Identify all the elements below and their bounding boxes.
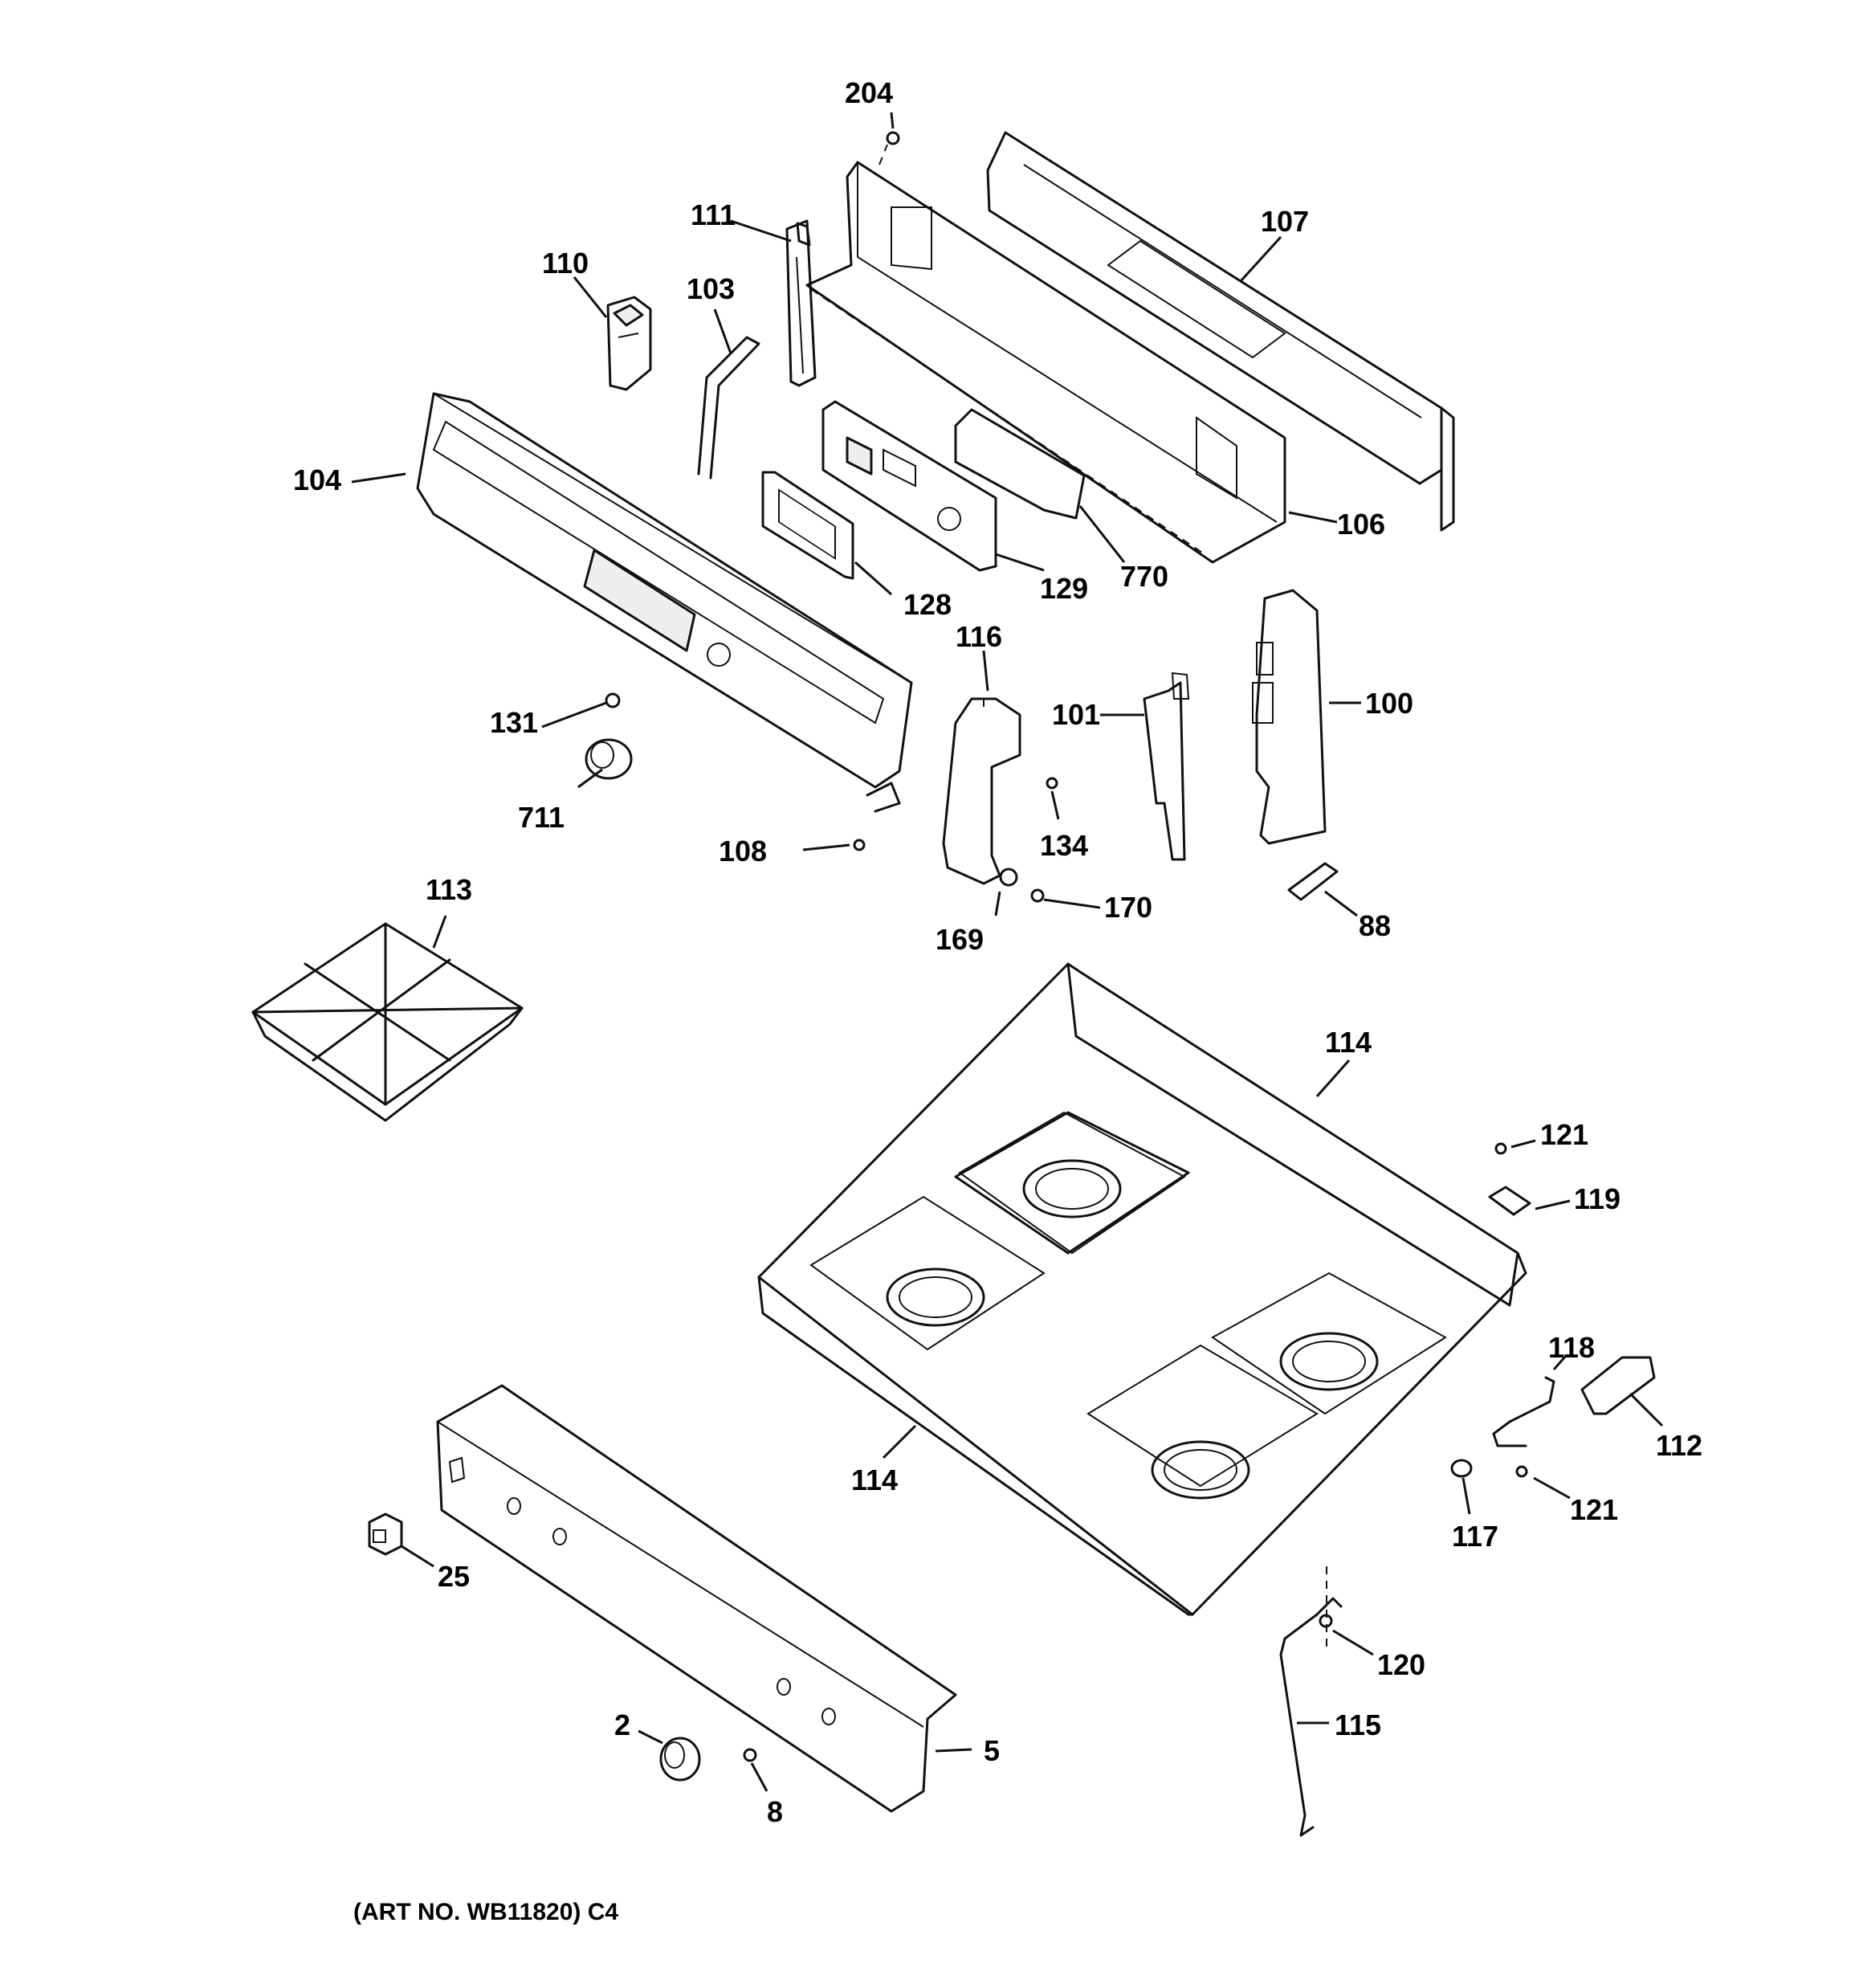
- label-114-top: 114: [1325, 1026, 1372, 1059]
- label-128: 128: [903, 588, 952, 621]
- part-112-latch: [1580, 1356, 1656, 1415]
- part-88-spacer: [1287, 862, 1339, 901]
- part-119-clip: [1488, 1186, 1531, 1216]
- part-111-end-bracket: [785, 219, 817, 387]
- label-114-bottom: 114: [851, 1463, 898, 1496]
- label-170: 170: [1104, 891, 1152, 924]
- label-121-top: 121: [1540, 1118, 1588, 1151]
- part-5-manifold-panel: [436, 1384, 957, 1813]
- part-129-electronic-control: [821, 400, 997, 572]
- part-711-knob: [585, 738, 633, 780]
- label-121-bottom: 121: [1570, 1493, 1618, 1526]
- label-88: 88: [1359, 909, 1391, 942]
- part-101-bracket: [1143, 672, 1190, 861]
- part-117-nut: [1450, 1459, 1473, 1478]
- part-106-backsplash: [805, 161, 1286, 564]
- label-104: 104: [293, 463, 341, 496]
- part-128-overlay: [761, 471, 854, 580]
- leader-lines: [351, 112, 1664, 1792]
- part-103-strap: [697, 336, 760, 480]
- label-204: 204: [845, 76, 893, 109]
- part-labels: 204 111 110 103 107 104 106 129 770 128 …: [293, 76, 1702, 1925]
- label-107: 107: [1261, 205, 1309, 238]
- art-number: (ART NO. WB11820) C4: [353, 1899, 618, 1925]
- part-2-burner-knob: [659, 1737, 701, 1782]
- label-129: 129: [1040, 572, 1088, 605]
- part-118-hinge-arm: [1492, 1376, 1555, 1447]
- label-112: 112: [1656, 1429, 1702, 1462]
- label-711: 711: [518, 801, 565, 834]
- label-103: 103: [687, 272, 735, 305]
- label-117: 117: [1452, 1520, 1498, 1553]
- label-101: 101: [1052, 698, 1100, 731]
- label-118: 118: [1548, 1331, 1595, 1364]
- label-131: 131: [490, 706, 538, 739]
- part-114-cooktop: [757, 962, 1527, 1616]
- label-100: 100: [1365, 687, 1413, 720]
- label-115: 115: [1335, 1708, 1381, 1741]
- label-2: 2: [614, 1708, 630, 1741]
- label-113: 113: [426, 873, 472, 906]
- part-770-harness-cover: [954, 408, 1086, 520]
- part-100-end-panel: [1252, 589, 1327, 845]
- label-120: 120: [1377, 1648, 1425, 1681]
- label-25: 25: [438, 1560, 470, 1593]
- part-104-control-panel: [416, 392, 913, 813]
- small-fasteners: [605, 131, 1528, 1762]
- label-134: 134: [1040, 829, 1088, 862]
- part-115-support-rod: [1279, 1597, 1343, 1837]
- part-107-top-trim: [986, 131, 1455, 532]
- label-169: 169: [936, 923, 984, 956]
- label-111: 111: [691, 198, 736, 231]
- part-25-switch: [368, 1512, 403, 1556]
- part-113-burner-grate: [251, 922, 524, 1122]
- label-108: 108: [719, 835, 767, 867]
- label-110: 110: [542, 247, 589, 280]
- label-5: 5: [984, 1734, 1000, 1767]
- part-116-end-cap: [942, 697, 1021, 885]
- label-116: 116: [956, 620, 1002, 653]
- label-8: 8: [767, 1795, 783, 1828]
- label-106: 106: [1337, 508, 1385, 541]
- label-770: 770: [1120, 560, 1168, 593]
- part-110-component: [606, 296, 652, 391]
- label-119: 119: [1574, 1182, 1620, 1215]
